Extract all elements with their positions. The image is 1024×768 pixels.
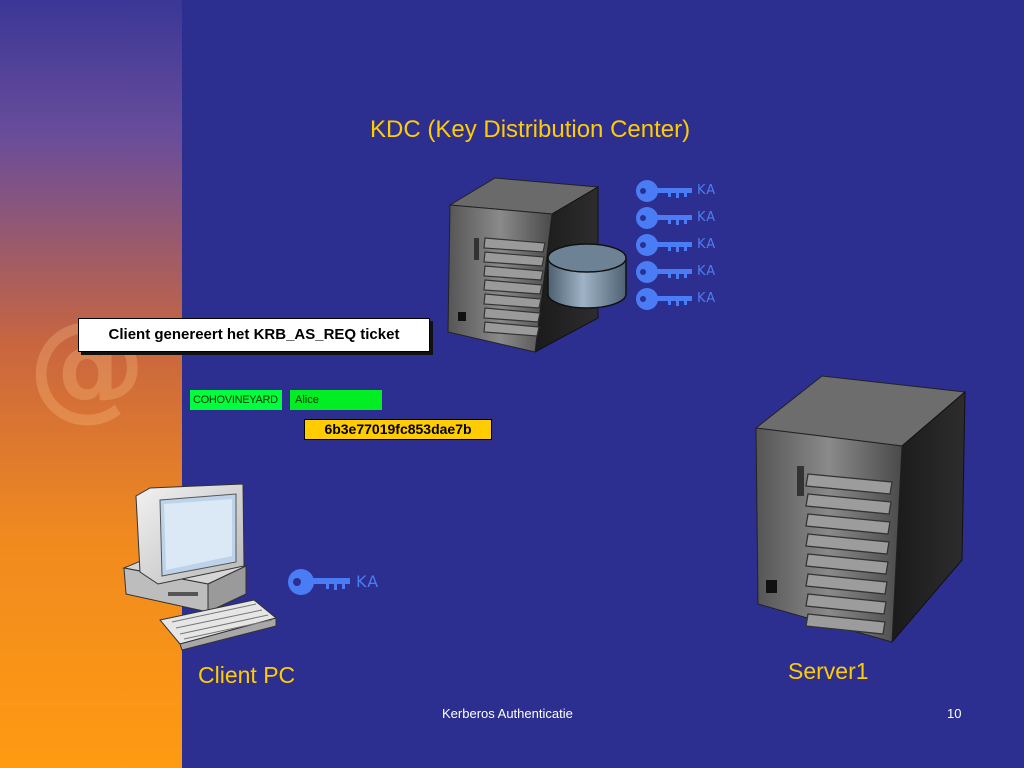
kdc-key-label: KA <box>697 237 717 252</box>
key-icon <box>636 180 692 202</box>
client-pc-icon <box>122 483 278 651</box>
footer-title: Kerberos Authenticatie <box>442 706 573 721</box>
domain-tag: COHOVINEYARD <box>190 390 282 410</box>
kdc-server-icon <box>447 177 600 353</box>
key-icon <box>636 234 692 256</box>
server1-icon <box>754 375 967 644</box>
database-icon <box>547 243 627 309</box>
client-key-icon <box>288 569 350 595</box>
key-icon <box>636 261 692 283</box>
user-tag: Alice <box>290 390 382 410</box>
key-icon <box>636 207 692 229</box>
page-number: 10 <box>947 706 962 721</box>
left-gradient-band <box>0 0 182 768</box>
kdc-key-icons <box>636 180 692 310</box>
key-icon <box>636 288 692 310</box>
kdc-key-label: KA <box>697 291 717 306</box>
client-pc-label: Client PC <box>198 662 296 688</box>
kdc-key-label: KA <box>697 264 717 279</box>
step-caption: Client genereert het KRB_AS_REQ ticket <box>78 318 430 352</box>
slide-title: KDC (Key Distribution Center) <box>370 116 691 143</box>
server1-label: Server1 <box>788 658 869 684</box>
kdc-key-label: KA <box>697 210 717 225</box>
password-hash-box: 6b3e77019fc853dae7b <box>304 419 492 440</box>
kdc-key-label: KA <box>697 183 717 198</box>
client-key-label: KA <box>356 572 380 591</box>
